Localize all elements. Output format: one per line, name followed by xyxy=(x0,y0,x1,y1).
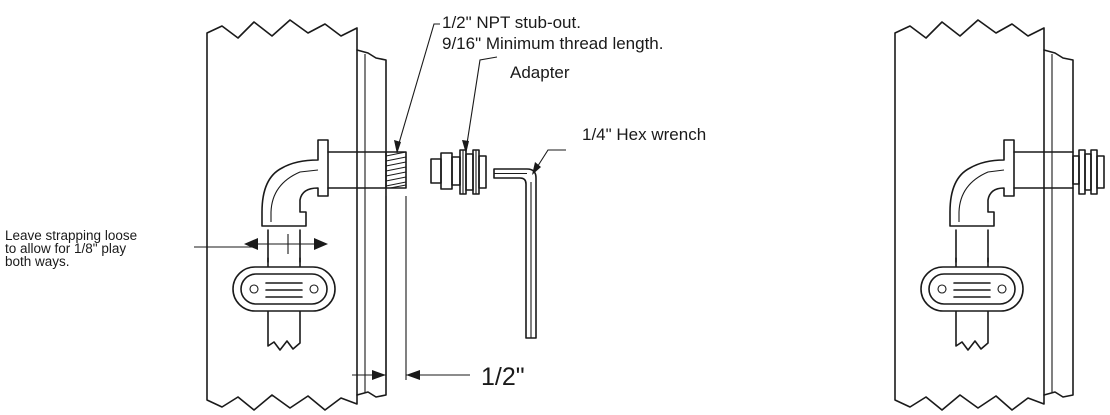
wall-stud xyxy=(206,19,358,411)
pipe-elbow xyxy=(261,139,329,227)
stub-out-label-line1: 1/2" NPT stub-out. xyxy=(442,13,581,32)
play-arrows xyxy=(244,234,328,254)
dimension-label: 1/2" xyxy=(481,363,525,391)
adapter-label: Adapter xyxy=(510,63,570,82)
threaded-end xyxy=(385,151,407,189)
wall-board xyxy=(356,49,387,398)
pipe-elbow-installed xyxy=(949,139,1015,227)
dimension-half-inch xyxy=(352,196,470,380)
hex-wrench-label: 1/4" Hex wrench xyxy=(582,125,706,144)
adapter xyxy=(430,149,487,195)
strapping-label-line3: both ways. xyxy=(5,254,70,269)
wall-stud-installed xyxy=(894,19,1045,411)
strapping-label-line2: to allow for 1/8" play xyxy=(5,241,126,256)
left-assembly: 1/2" NPT stub-out. 9/16" Minimum thread … xyxy=(5,13,706,411)
strapping-label-line1: Leave strapping loose xyxy=(5,228,137,243)
wall-board-installed xyxy=(1043,49,1074,398)
leader-lines xyxy=(194,23,566,248)
pipe-strap xyxy=(232,266,336,312)
stub-out-label-line2: 9/16" Minimum thread length. xyxy=(442,34,663,53)
stub-out-pipe xyxy=(327,151,387,189)
right-assembly xyxy=(894,19,1105,411)
hex-wrench xyxy=(493,168,537,339)
adapter-installed xyxy=(1072,149,1105,195)
pipe-strap-installed xyxy=(920,266,1024,312)
stub-out-pipe-installed xyxy=(1013,151,1074,189)
